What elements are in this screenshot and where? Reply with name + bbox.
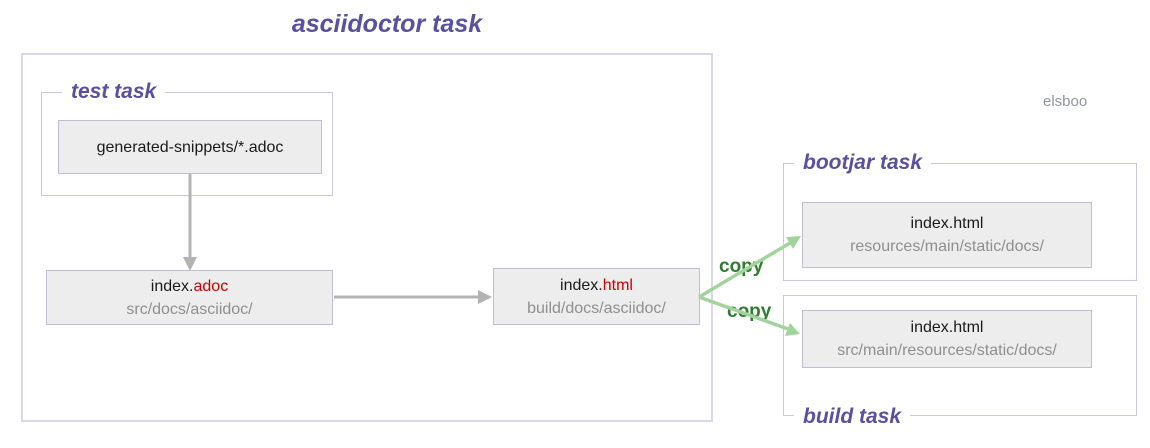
test-task-label: test task [62,79,166,105]
bootjar-task-label: bootjar task [794,150,932,176]
file-name: index.html [910,319,984,336]
node-index-adoc: index.adoc src/docs/asciidoc/ [46,270,333,325]
file-extension: adoc [193,277,229,295]
copy-label-build: copy [727,301,772,322]
file-name: index.adoc [150,277,229,295]
file-name: generated-snippets/*.adoc [96,138,284,156]
asciidoctor-task-group [21,53,713,422]
asciidoctor-task-title: asciidoctor task [291,10,483,38]
file-path: src/main/resources/static/docs/ [837,342,1057,359]
file-path: src/docs/asciidoc/ [126,300,253,318]
node-index-html: index.html build/docs/asciidoc/ [493,268,700,325]
file-name: index.html [560,276,633,294]
node-generated-snippets: generated-snippets/*.adoc [58,120,322,174]
build-task-label: build task [794,404,911,430]
copy-label-bootjar: copy [719,256,764,277]
file-path: build/docs/asciidoc/ [527,299,666,317]
bootjar-task-group: bootjar task [783,150,1137,281]
watermark-text: elsboo [1043,93,1088,110]
node-bootjar-index-html: index.html resources/main/static/docs/ [802,202,1092,268]
node-build-index-html: index.html src/main/resources/static/doc… [802,310,1092,368]
file-extension: html [602,276,633,294]
file-name: index.html [910,215,984,232]
test-task-group: test task [41,79,333,196]
build-task-group: build task [783,295,1137,430]
file-path: resources/main/static/docs/ [850,238,1044,255]
